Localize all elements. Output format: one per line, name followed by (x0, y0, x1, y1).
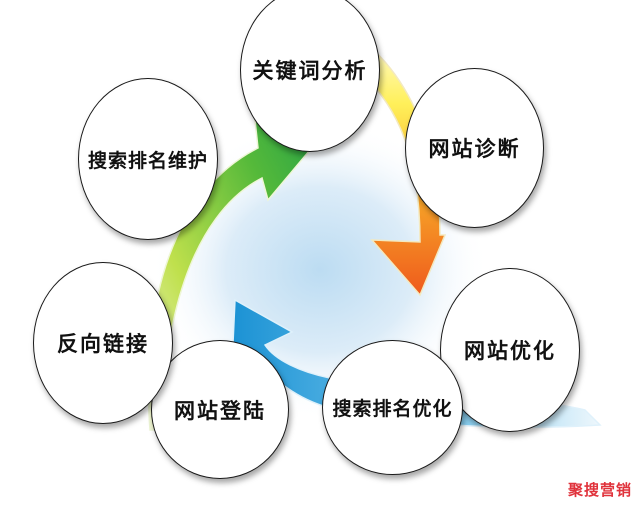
node-label: 反向链接 (57, 331, 149, 356)
node-label: 关键词分析 (252, 58, 368, 83)
node-search-ranking-optimization: 搜索排名优化 (322, 340, 463, 475)
node-search-ranking-maintenance: 搜索排名维护 (78, 78, 218, 240)
node-keyword-analysis: 关键词分析 (240, 0, 380, 152)
node-site-diagnosis: 网站诊断 (405, 68, 544, 228)
node-label: 搜索排名优化 (332, 398, 453, 420)
node-label: 网站登陆 (174, 397, 266, 423)
node-backlinks: 反向链接 (33, 262, 173, 424)
node-label: 网站优化 (464, 338, 556, 363)
watermark: 聚搜营销 (567, 481, 632, 499)
node-label: 网站诊断 (428, 136, 521, 161)
node-site-optimization: 网站优化 (440, 268, 580, 432)
orange-arrow-icon (349, 38, 447, 297)
node-site-login: 网站登陆 (151, 340, 289, 479)
node-label: 搜索排名维护 (87, 149, 208, 172)
